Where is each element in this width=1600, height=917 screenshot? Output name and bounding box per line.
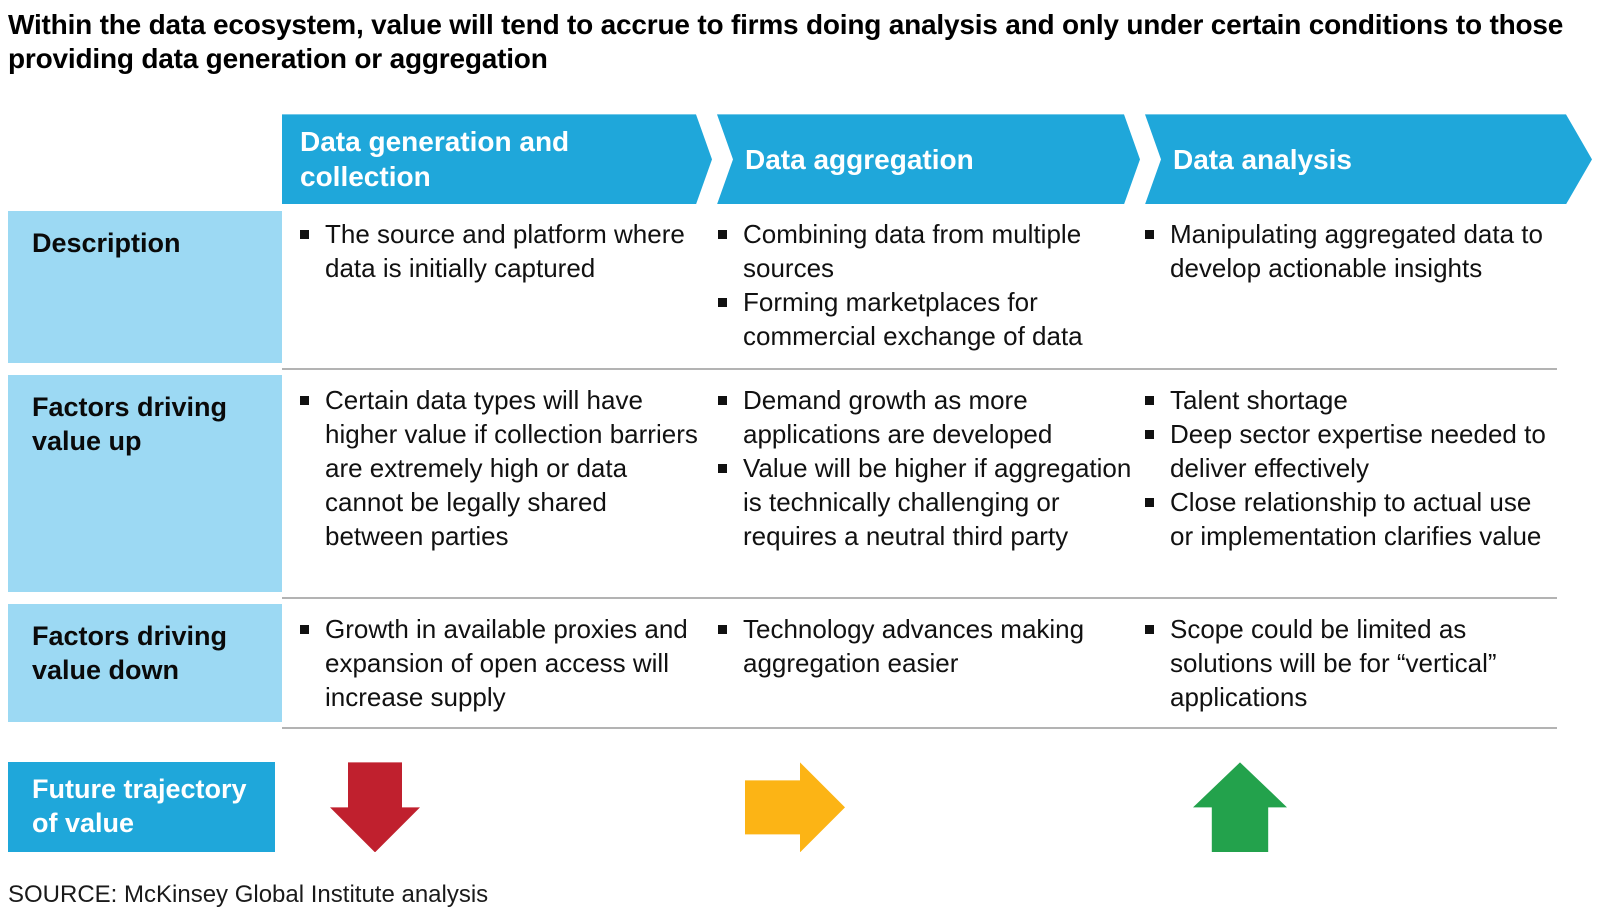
row-header-cell: Factors driving value down — [8, 597, 282, 728]
bullet-text: Forming marketplaces for commercial exch… — [743, 287, 1083, 352]
trajectory-header-cell: Future trajectory of value — [8, 762, 282, 854]
source-note: SOURCE: McKinsey Global Institute analys… — [8, 881, 489, 909]
down-arrow-icon — [330, 762, 420, 853]
list-item: Forming marketplaces for commercial exch… — [718, 285, 1135, 353]
bullet-text: Deep sector expertise needed to deliver … — [1170, 419, 1546, 484]
up-arrow-icon — [1193, 762, 1287, 853]
row-header-value-down: Factors driving value down — [8, 604, 282, 723]
list-item: Close relationship to actual use or impl… — [1145, 485, 1557, 553]
bullet-text: The source and platform where data is in… — [325, 219, 685, 284]
list-item: Technology advances making aggregation e… — [718, 612, 1135, 680]
bullet-text: Technology advances making aggregation e… — [743, 614, 1085, 679]
bullet-icon — [300, 625, 309, 635]
bullet-icon — [300, 230, 309, 240]
list-item: Demand growth as more applications are d… — [718, 383, 1135, 451]
bullet-text: Talent shortage — [1170, 385, 1348, 416]
list-item: Manipulating aggregated data to develop … — [1145, 217, 1557, 285]
chevron-label: Data generation and collection — [300, 126, 570, 193]
cell-valueup-analysis: Talent shortage Deep sector expertise ne… — [1135, 368, 1557, 598]
row-header-cell: Description — [8, 204, 282, 369]
cell-valueup-generation: Certain data types will have higher valu… — [282, 368, 712, 598]
list-item: Scope could be limited as solutions will… — [1145, 612, 1557, 714]
bullet-icon — [718, 230, 727, 240]
list-item: Value will be higher if aggregation is t… — [718, 451, 1135, 553]
list-item: Growth in available proxies and expansio… — [300, 612, 712, 714]
cell-description-aggregation: Combining data from multiple sources For… — [712, 204, 1135, 369]
row-header-description: Description — [8, 211, 282, 364]
bullet-icon — [1145, 498, 1154, 508]
list-item: Certain data types will have higher valu… — [300, 383, 712, 553]
future-trajectory-row: Future trajectory of value — [8, 762, 1600, 854]
row-header-future-trajectory: Future trajectory of value — [8, 762, 275, 853]
spacer-cell — [8, 727, 282, 730]
bullet-icon — [1145, 625, 1154, 635]
list-item: Combining data from multiple sources — [718, 217, 1135, 285]
bullet-text: Growth in available proxies and expansio… — [325, 614, 688, 713]
bullet-text: Certain data types will have higher valu… — [325, 385, 698, 552]
bullet-icon — [300, 396, 309, 406]
chevron-data-analysis: Data analysis — [1145, 114, 1592, 204]
page-title: Within the data ecosystem, value will te… — [8, 9, 1564, 75]
bullet-text: Demand growth as more applications are d… — [743, 385, 1053, 450]
comparison-table: Description The source and platform wher… — [8, 204, 1600, 730]
bullet-icon — [718, 464, 727, 474]
bullet-text: Close relationship to actual use or impl… — [1170, 487, 1542, 552]
bullet-icon — [1145, 396, 1154, 406]
cell-valuedown-aggregation: Technology advances making aggregation e… — [712, 597, 1135, 728]
bullet-text: Manipulating aggregated data to develop … — [1170, 219, 1543, 284]
chevron-label: Data analysis — [1173, 143, 1352, 175]
trajectory-analysis-cell — [1135, 762, 1557, 854]
row-header-cell: Factors driving value up — [8, 368, 282, 598]
cell-valuedown-analysis: Scope could be limited as solutions will… — [1135, 597, 1557, 728]
list-item: Talent shortage — [1145, 383, 1557, 417]
cell-description-analysis: Manipulating aggregated data to develop … — [1135, 204, 1557, 369]
right-arrow-icon — [745, 762, 845, 853]
cell-valuedown-generation: Growth in available proxies and expansio… — [282, 597, 712, 728]
cell-valueup-aggregation: Demand growth as more applications are d… — [712, 368, 1135, 598]
table-bottom-rule — [282, 727, 1557, 730]
cell-description-generation: The source and platform where data is in… — [282, 204, 712, 369]
trajectory-aggregation-cell — [712, 762, 1135, 854]
bullet-text: Value will be higher if aggregation is t… — [743, 453, 1132, 552]
bullet-icon — [718, 298, 727, 308]
bullet-icon — [718, 625, 727, 635]
bullet-icon — [1145, 230, 1154, 240]
list-item: Deep sector expertise needed to deliver … — [1145, 417, 1557, 485]
chevron-data-generation: Data generation and collection — [282, 114, 712, 204]
chevron-data-aggregation: Data aggregation — [717, 114, 1140, 204]
bullet-icon — [1145, 430, 1154, 440]
bullet-text: Scope could be limited as solutions will… — [1170, 614, 1497, 713]
process-header: Data generation and collection Data aggr… — [282, 114, 1592, 204]
list-item: The source and platform where data is in… — [300, 217, 712, 285]
trajectory-generation-cell — [282, 762, 712, 854]
bullet-icon — [718, 396, 727, 406]
chevron-label: Data aggregation — [745, 143, 974, 175]
row-header-value-up: Factors driving value up — [8, 375, 282, 593]
bullet-text: Combining data from multiple sources — [743, 219, 1082, 284]
